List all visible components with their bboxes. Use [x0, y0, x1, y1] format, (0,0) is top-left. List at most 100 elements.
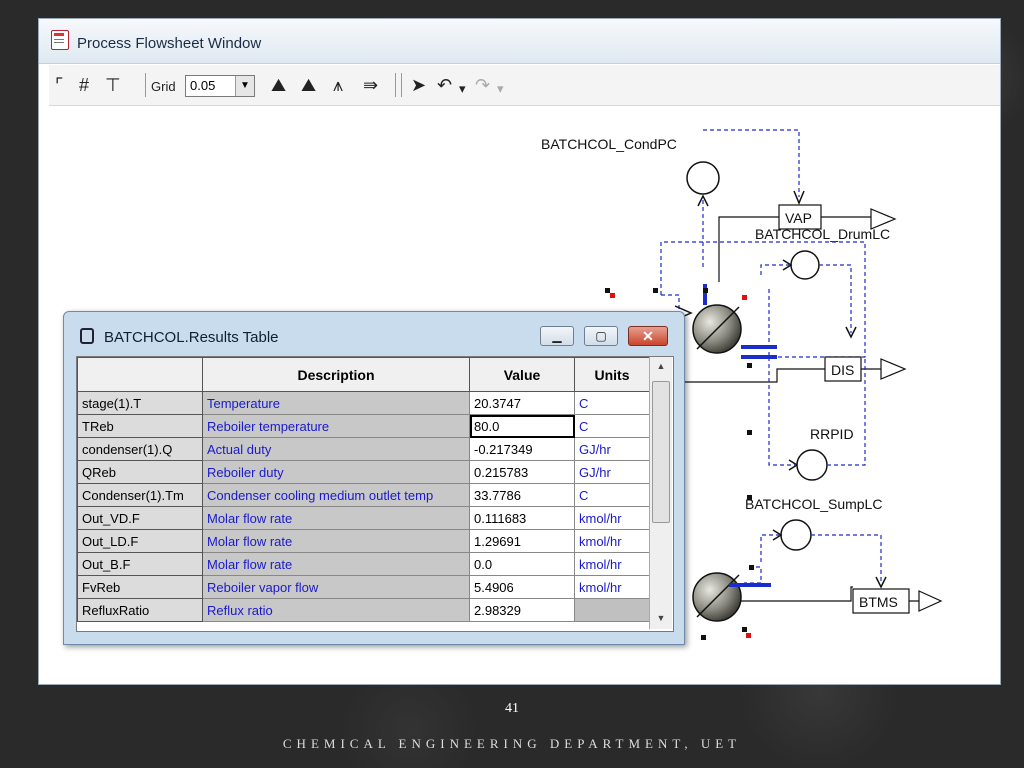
signal-line [760, 264, 789, 275]
dis-product[interactable] [824, 356, 862, 382]
sumplc-controller[interactable] [780, 519, 812, 551]
row-value[interactable]: 5.4906 [469, 575, 575, 599]
table-header-row: Description Value Units [77, 357, 650, 392]
align-right-icon[interactable]: ⛰ [301, 75, 317, 95]
row-value[interactable]: -0.217349 [469, 437, 575, 461]
condpc-controller[interactable] [686, 161, 720, 195]
undo-icon[interactable]: ↶ [437, 75, 453, 95]
port-marker [747, 363, 752, 368]
flip-vertical-icon[interactable]: ⩚ [333, 75, 344, 95]
row-units: GJ/hr [574, 460, 650, 484]
column-header-value[interactable]: Value [469, 357, 575, 392]
row-name: TReb [77, 414, 203, 438]
column-header-description[interactable]: Description [202, 357, 470, 392]
chevron-down-icon[interactable]: ▼ [235, 76, 254, 96]
row-units: kmol/hr [574, 552, 650, 576]
column-header-name[interactable] [77, 357, 203, 392]
row-description: Reboiler vapor flow [202, 575, 470, 599]
rrpid-controller[interactable] [796, 449, 828, 481]
port-marker [749, 565, 754, 570]
label-sumplc: BATCHCOL_SumpLC [745, 496, 882, 512]
drumlc-controller[interactable] [790, 250, 820, 280]
row-value[interactable]: 20.3747 [469, 391, 575, 415]
table-row[interactable]: FvReb Reboiler vapor flow 5.4906 kmol/hr [77, 575, 650, 599]
row-name: Out_B.F [77, 552, 203, 576]
snap-to-grid-icon[interactable]: ⊤ [105, 75, 121, 95]
port-marker [742, 295, 747, 300]
window-titlebar[interactable]: Process Flowsheet Window [39, 19, 1000, 64]
row-value-active[interactable]: 80.0 [469, 414, 575, 438]
minimize-icon: ▁ [552, 329, 562, 343]
table-row[interactable]: condenser(1).Q Actual duty -0.217349 GJ/… [77, 437, 650, 461]
redo-dropdown-icon[interactable]: ▾ [497, 81, 504, 96]
port-marker [653, 288, 658, 293]
minimize-button[interactable]: ▁ [540, 326, 574, 346]
row-description: Condenser cooling medium outlet temp [202, 483, 470, 507]
grid-size-value: 0.05 [190, 78, 216, 93]
table-row[interactable]: stage(1).T Temperature 20.3747 C [77, 391, 650, 415]
scroll-down-icon[interactable]: ▼ [656, 613, 666, 623]
scroll-up-icon[interactable]: ▲ [656, 361, 666, 371]
row-description: Reboiler duty [202, 460, 470, 484]
signal-line [760, 534, 779, 562]
flowsheet-window-icon [51, 30, 69, 50]
vap-product[interactable] [778, 204, 822, 230]
table-row[interactable]: TReb Reboiler temperature 80.0 C [77, 414, 650, 438]
toolbar-separator [395, 73, 396, 97]
results-table-dialog[interactable]: BATCHCOL.Results Table ▁ ▢ ✕ Description… [63, 311, 685, 645]
arrow-icon [875, 576, 887, 589]
row-units: C [574, 391, 650, 415]
pointer-icon[interactable]: ➤ [411, 75, 427, 95]
table-row[interactable]: Condenser(1).Tm Condenser cooling medium… [77, 483, 650, 507]
signal-line [811, 534, 882, 583]
scrollbar-thumb[interactable] [652, 381, 670, 523]
results-dialog-title: BATCHCOL.Results Table [104, 329, 279, 346]
align-left-icon[interactable]: ⛰ [271, 75, 287, 95]
row-value[interactable]: 0.215783 [469, 460, 575, 484]
close-icon: ✕ [642, 328, 654, 344]
row-description: Temperature [202, 391, 470, 415]
port-marker [703, 288, 708, 293]
row-value[interactable]: 33.7786 [469, 483, 575, 507]
signal-line [703, 129, 800, 197]
vap-outlet-arrow [821, 208, 897, 230]
arrow-icon [782, 259, 793, 271]
arrow-icon [697, 194, 709, 207]
table-row[interactable]: Out_LD.F Molar flow rate 1.29691 kmol/hr [77, 529, 650, 553]
grid-toggle-icon[interactable]: # [79, 75, 90, 95]
flip-horizontal-icon[interactable]: ⇛ [363, 75, 379, 95]
snap-corner-icon[interactable]: ⌜ [55, 75, 64, 95]
vertical-scrollbar[interactable]: ▲ ▼ [649, 357, 672, 629]
row-units: GJ/hr [574, 437, 650, 461]
row-name: RefluxRatio [77, 598, 203, 622]
undo-dropdown-icon[interactable]: ▾ [459, 81, 466, 96]
port-marker [746, 633, 751, 638]
window-title: Process Flowsheet Window [77, 35, 262, 52]
condenser-diagonal [696, 306, 740, 350]
arrow-icon [772, 529, 783, 541]
redo-icon[interactable]: ↷ [475, 75, 491, 95]
grid-size-select[interactable]: 0.05 ▼ [185, 75, 255, 97]
row-value[interactable]: 1.29691 [469, 529, 575, 553]
flowsheet-canvas[interactable]: BATCHCOL_CondPC VAP BATCHCOL_DrumLC [39, 107, 1000, 684]
label-dis: DIS [831, 362, 854, 378]
row-value[interactable]: 0.0 [469, 552, 575, 576]
table-row[interactable]: RefluxRatio Reflux ratio 2.98329 [77, 598, 650, 622]
row-name: Out_LD.F [77, 529, 203, 553]
table-row[interactable]: QReb Reboiler duty 0.215783 GJ/hr [77, 460, 650, 484]
row-value[interactable]: 0.111683 [469, 506, 575, 530]
arrow-icon [793, 190, 805, 205]
table-row[interactable]: Out_B.F Molar flow rate 0.0 kmol/hr [77, 552, 650, 576]
reboiler-diagonal [696, 574, 740, 618]
table-row[interactable]: Out_VD.F Molar flow rate 0.111683 kmol/h… [77, 506, 650, 530]
results-table-container: Description Value Units stage(1).T Tempe… [76, 356, 674, 632]
toolbar-separator [401, 73, 402, 97]
signal-line [827, 357, 866, 466]
maximize-button[interactable]: ▢ [584, 326, 618, 346]
column-header-units[interactable]: Units [574, 357, 650, 392]
close-button[interactable]: ✕ [628, 326, 668, 346]
label-drumlc: BATCHCOL_DrumLC [755, 226, 890, 242]
row-name: Condenser(1).Tm [77, 483, 203, 507]
row-value[interactable]: 2.98329 [469, 598, 575, 622]
port-marker [747, 430, 752, 435]
